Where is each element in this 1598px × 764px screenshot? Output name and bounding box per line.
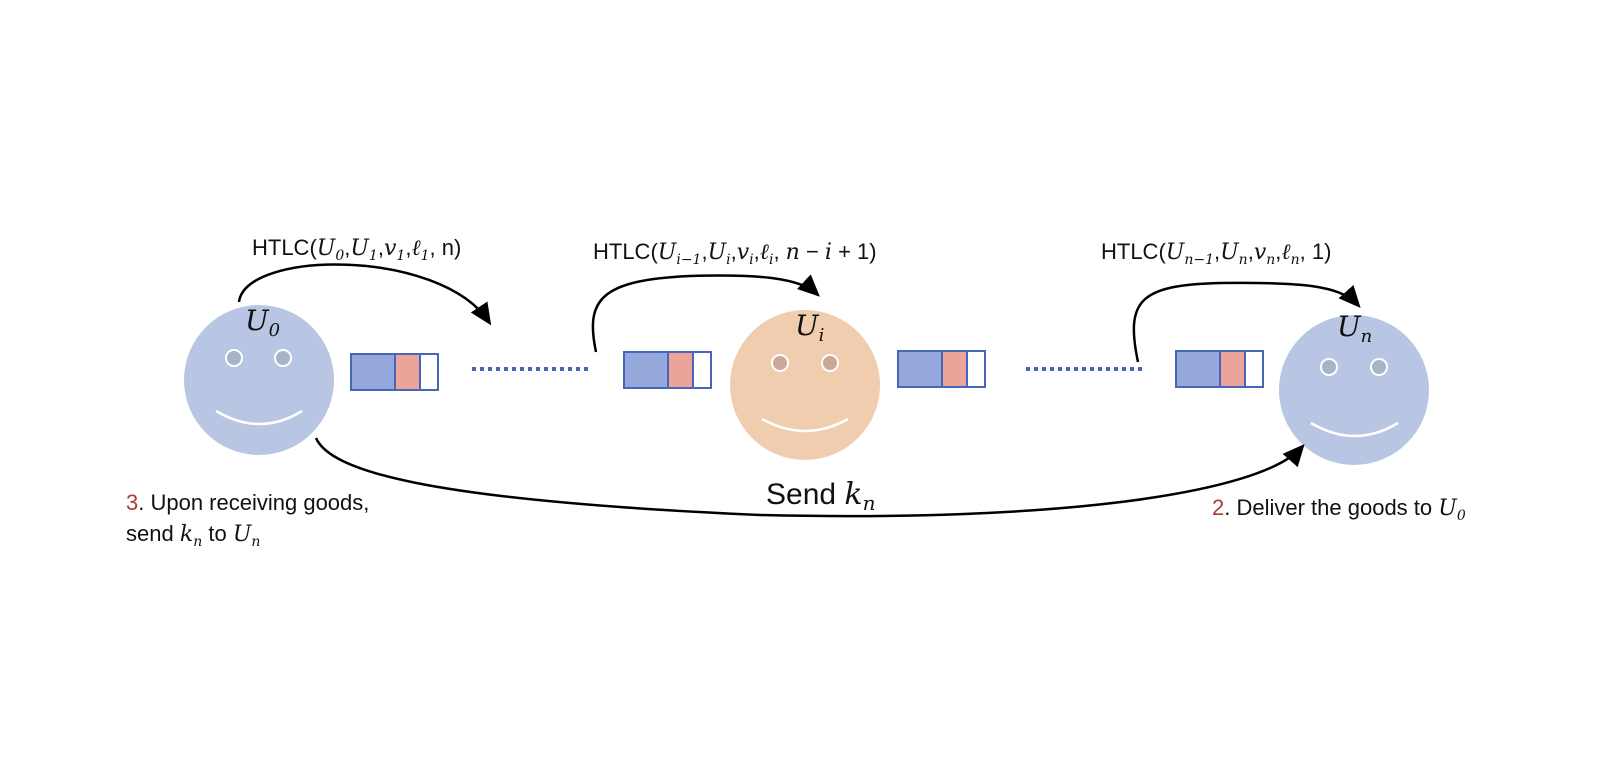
step3-line2: send kn to Un — [126, 521, 260, 550]
un-right-eye — [1370, 358, 1388, 376]
htlc-label-middle: HTLC(Ui−1,Ui,vi,ℓi, n − i + 1) — [593, 239, 877, 268]
u0-face-circle — [184, 305, 334, 455]
htlc-label-last: HTLC(Un−1,Un,vn,ℓn, 1) — [1101, 239, 1331, 268]
step2-label: 2. Deliver the goods to U0 — [1212, 495, 1466, 524]
channel-bar-3 — [897, 350, 986, 388]
un-smile — [1310, 421, 1399, 438]
send-kn-arrow — [314, 437, 1305, 518]
htlc-arrow-last — [1132, 281, 1361, 363]
un-left-eye — [1320, 358, 1338, 376]
htlc-arrow-middle — [591, 274, 820, 353]
un-smiley-face-icon — [1279, 315, 1429, 465]
channel-bar-2 — [623, 351, 712, 389]
ui-right-eye — [821, 354, 839, 372]
u0-right-eye — [274, 349, 292, 367]
send-kn-label: Send kn — [766, 477, 876, 515]
node-label-u0: U0 — [245, 304, 280, 341]
htlc-label-first: HTLC(U0,U1,v1,ℓ1, n) — [252, 235, 461, 264]
node-label-un: Un — [1337, 310, 1372, 347]
channel-bar-4 — [1175, 350, 1264, 388]
htlc-arrow-first — [237, 263, 492, 326]
step3-line1: 3. Upon receiving goods, — [126, 490, 369, 515]
u0-smile — [215, 409, 303, 426]
channel-bar-1 — [350, 353, 439, 391]
ui-smiley-face-icon — [730, 310, 880, 460]
ui-left-eye — [771, 354, 789, 372]
u0-left-eye — [225, 349, 243, 367]
ui-smile — [761, 417, 849, 433]
u0-smiley-face-icon — [184, 305, 334, 455]
node-label-ui: Ui — [795, 309, 824, 346]
